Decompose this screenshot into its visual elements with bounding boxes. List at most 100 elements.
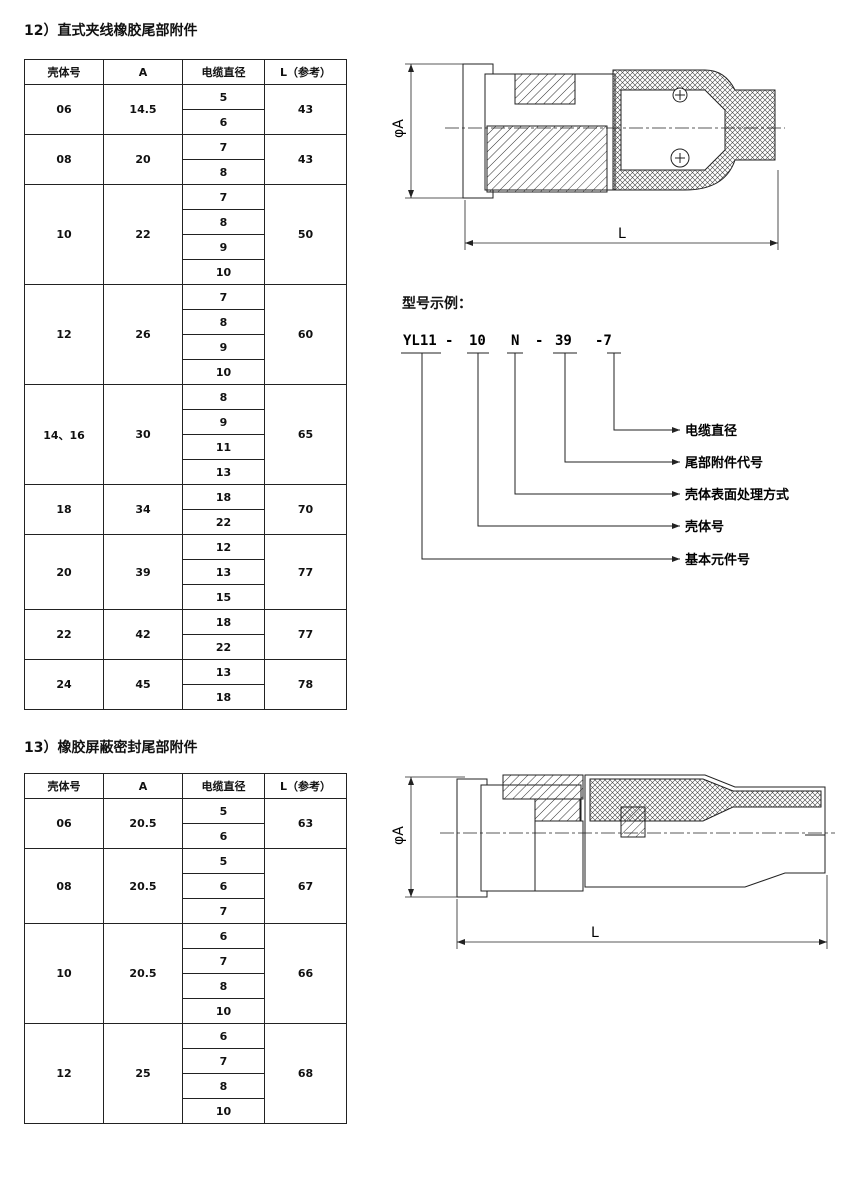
cable-diameter-cell: 8 — [182, 209, 265, 235]
dimension-a-cell: 20.5 — [103, 923, 183, 1024]
length-label-13: L — [591, 925, 599, 941]
cable-diameter-cell: 12 — [182, 534, 265, 560]
dimension-a-cell: 34 — [103, 484, 183, 535]
column-header: 壳体号 — [24, 59, 104, 85]
cable-diameter-cell: 5 — [182, 848, 265, 874]
dimension-a-cell: 25 — [103, 1023, 183, 1124]
column-header: L（参考） — [264, 59, 347, 85]
cable-diameter-cell: 6 — [182, 923, 265, 949]
dimension-a-cell: 20 — [103, 134, 183, 185]
shell-size-cell: 14、16 — [24, 384, 104, 485]
shell-size-cell: 10 — [24, 184, 104, 285]
dimension-a-cell: 26 — [103, 284, 183, 385]
cable-diameter-cell: 8 — [182, 384, 265, 410]
code-part-finish: N — [511, 333, 519, 349]
length-ref-cell: 70 — [264, 484, 347, 535]
legend-tail-code: 尾部附件代号 — [685, 455, 763, 471]
dia-label-13: φA — [391, 826, 407, 845]
cable-diameter-cell: 9 — [182, 234, 265, 260]
cable-diameter-cell: 7 — [182, 134, 265, 160]
column-header: A — [103, 59, 183, 85]
column-header: 电缆直径 — [182, 59, 265, 85]
column-header: 电缆直径 — [182, 773, 265, 799]
legend-basic-part: 基本元件号 — [684, 552, 750, 568]
column-header: L（参考） — [264, 773, 347, 799]
cable-diameter-cell: 7 — [182, 898, 265, 924]
cable-diameter-cell: 5 — [182, 798, 265, 824]
table-row: 8 — [25, 309, 347, 335]
legend-cable-diameter: 电缆直径 — [685, 423, 737, 439]
section-13-title: 13）橡胶屏蔽密封尾部附件 — [24, 740, 198, 756]
length-ref-cell: 66 — [264, 923, 347, 1024]
dimension-a-cell: 22 — [103, 184, 183, 285]
cable-diameter-cell: 18 — [182, 684, 265, 710]
cable-diameter-cell: 8 — [182, 159, 265, 185]
shell-size-cell: 08 — [24, 134, 104, 185]
code-part-basic: YL11 — [403, 333, 437, 349]
drawing-rubber-shield-seal-tail: φA L — [391, 774, 835, 949]
shell-size-cell: 18 — [24, 484, 104, 535]
code-part-shell: 10 — [469, 333, 486, 349]
length-ref-cell: 77 — [264, 609, 347, 660]
dimension-a-cell: 20.5 — [103, 798, 183, 849]
section-12-title: 12）直式夹线橡胶尾部附件 — [24, 23, 198, 39]
shell-size-cell: 06 — [24, 84, 104, 135]
table-row: 13 — [25, 559, 347, 585]
length-ref-cell: 50 — [264, 184, 347, 285]
code-part-cable: -7 — [595, 333, 612, 349]
cable-diameter-cell: 9 — [182, 409, 265, 435]
cable-diameter-cell: 8 — [182, 1073, 265, 1099]
shell-size-cell: 24 — [24, 659, 104, 710]
length-ref-cell: 68 — [264, 1023, 347, 1124]
column-header: 壳体号 — [24, 773, 104, 799]
cable-diameter-cell: 6 — [182, 823, 265, 849]
table-row: 18 — [25, 684, 347, 710]
length-ref-cell: 43 — [264, 84, 347, 135]
length-ref-cell: 67 — [264, 848, 347, 924]
cable-diameter-cell: 7 — [182, 184, 265, 210]
table-row: 7 — [25, 1048, 347, 1074]
shell-size-cell: 20 — [24, 534, 104, 610]
cable-diameter-cell: 13 — [182, 659, 265, 685]
cable-diameter-cell: 18 — [182, 609, 265, 635]
table-row: 11 — [25, 434, 347, 460]
cable-diameter-cell: 7 — [182, 284, 265, 310]
code-sep-1: - — [445, 333, 453, 349]
cable-diameter-cell: 5 — [182, 84, 265, 110]
cable-diameter-cell: 22 — [182, 634, 265, 660]
table-row: 7 — [25, 948, 347, 974]
length-ref-cell: 65 — [264, 384, 347, 485]
shell-size-cell: 12 — [24, 1023, 104, 1124]
cable-diameter-cell: 8 — [182, 309, 265, 335]
dia-label: φA — [391, 119, 407, 138]
length-ref-cell: 63 — [264, 798, 347, 849]
length-label: L — [618, 226, 626, 242]
legend-surface-finish: 壳体表面处理方式 — [684, 487, 789, 503]
shell-size-cell: 06 — [24, 798, 104, 849]
cable-diameter-cell: 6 — [182, 109, 265, 135]
cable-diameter-cell: 13 — [182, 459, 265, 485]
drawing-straight-clamp-rubber-tail: φA L — [391, 63, 785, 250]
dimension-a-cell: 14.5 — [103, 84, 183, 135]
code-sep-2: - — [535, 333, 543, 349]
cable-diameter-cell: 10 — [182, 359, 265, 385]
table-row: 13 — [25, 459, 347, 485]
length-ref-cell: 77 — [264, 534, 347, 610]
table-row: 10 — [25, 259, 347, 285]
cable-diameter-cell: 13 — [182, 559, 265, 585]
dimension-a-cell: 39 — [103, 534, 183, 610]
